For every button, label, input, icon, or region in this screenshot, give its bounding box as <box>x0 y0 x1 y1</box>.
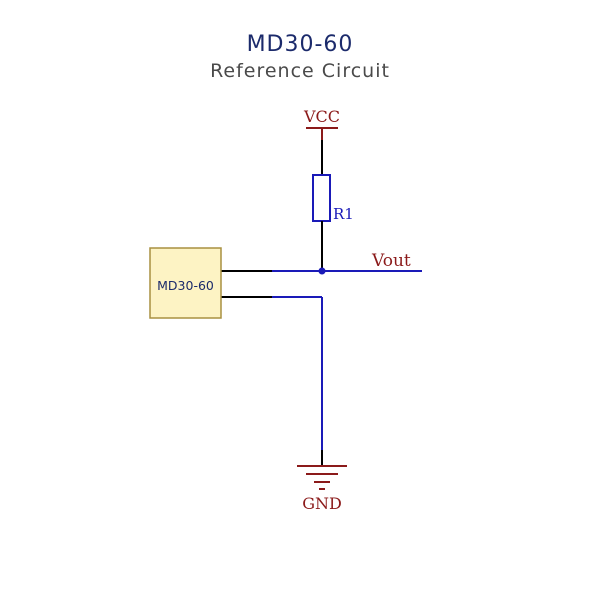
junction-dot <box>318 267 326 275</box>
component-body <box>149 247 222 319</box>
vcc-symbol: VCC <box>303 107 340 140</box>
diagram-subtitle: Reference Circuit <box>210 60 390 82</box>
component-label: MD30-60 <box>157 278 214 293</box>
resistor-label: R1 <box>333 205 354 223</box>
ground-symbol: GND <box>297 465 347 513</box>
resistor-r1: R1 <box>312 174 354 223</box>
diagram-title: MD30-60 <box>246 32 354 57</box>
vcc-label: VCC <box>303 107 340 126</box>
ground-label: GND <box>302 494 342 513</box>
output-label: Vout <box>371 251 411 271</box>
resistor-body <box>312 174 331 222</box>
component-md30-60: MD30-60 <box>149 247 222 319</box>
